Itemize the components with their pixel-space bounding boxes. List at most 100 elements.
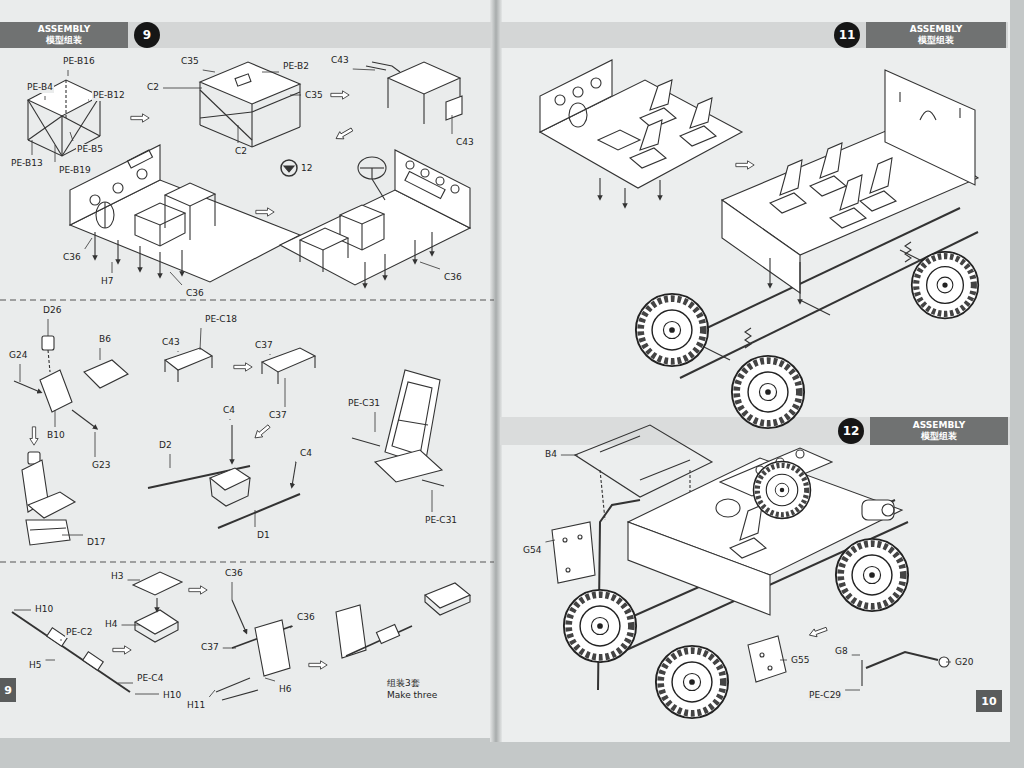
leader-line (128, 580, 141, 581)
leader-line (46, 660, 56, 661)
leader-line (68, 70, 69, 76)
leader-line (14, 610, 31, 611)
part-label: B4 (544, 449, 558, 460)
part-label: C36 (62, 252, 82, 263)
part-label: PE-C4 (136, 673, 164, 684)
part-label: PE-C31 (424, 515, 458, 526)
leader-line (420, 262, 440, 269)
page-number: 9 (0, 678, 16, 702)
part-label: C43 (455, 137, 475, 148)
leader-line (200, 328, 201, 350)
leader-line (209, 690, 215, 697)
part-label: PE-B16 (62, 56, 96, 67)
leader-line (45, 96, 46, 100)
part-label: C35 (304, 90, 324, 101)
part-label: PE-B19 (58, 165, 92, 176)
leader-line (48, 319, 49, 336)
part-label: PE-B2 (282, 61, 310, 72)
header-text: ASSEMBLY (913, 420, 965, 431)
leader-line (178, 351, 179, 352)
leader-line (203, 70, 215, 72)
step-header: ASSEMBLY模型组装 (866, 22, 1006, 48)
header-text: 模型组装 (918, 35, 954, 46)
leader-line (270, 354, 271, 355)
part-label: H7 (100, 276, 115, 287)
leader-line (163, 88, 202, 89)
part-label: G24 (8, 350, 28, 361)
part-label: C4 (299, 448, 313, 459)
part-label: H11 (186, 700, 206, 711)
part-label: H10 (162, 690, 182, 701)
part-label: PE-B13 (10, 158, 44, 169)
part-label: H5 (28, 660, 43, 671)
step-header: ASSEMBLY模型组装 (870, 417, 1008, 445)
part-label: C43 (161, 337, 181, 348)
leader-line (375, 412, 376, 432)
leader-line (295, 462, 296, 463)
part-label: C2 (146, 82, 160, 93)
leader-line (85, 238, 92, 249)
part-label: C37 (200, 642, 220, 653)
leader-line (452, 115, 453, 134)
part-label: PE-B4 (26, 82, 54, 93)
leader-line (290, 626, 293, 628)
leader-line (70, 132, 73, 141)
part-label: PE-B12 (92, 90, 126, 101)
part-label: G23 (91, 460, 111, 471)
part-label: PE-C31 (347, 398, 381, 409)
part-label: C36 (296, 612, 316, 623)
part-label: G54 (522, 545, 542, 556)
leader-line (55, 145, 56, 162)
part-label: D26 (42, 305, 62, 316)
part-label: B6 (98, 334, 112, 345)
part-label: PE-C18 (204, 314, 238, 325)
header-text: ASSEMBLY (38, 24, 90, 35)
leader-line (230, 419, 231, 420)
part-label: H10 (34, 604, 54, 615)
part-label: C36 (443, 272, 463, 283)
leader-line (852, 655, 860, 656)
header-text: 模型组装 (921, 431, 957, 442)
leader-line (62, 535, 83, 536)
part-label: PE-C29 (808, 690, 842, 701)
number-text: 9 (4, 684, 12, 697)
leader-line (135, 694, 159, 695)
leader-line (95, 432, 96, 457)
part-label: PE-C2 (65, 627, 93, 638)
leader-line (290, 95, 301, 96)
part-label: C4 (222, 405, 236, 416)
part-label: PE-B5 (76, 144, 104, 155)
step-header: ASSEMBLY模型组装 (0, 22, 128, 48)
part-label: C37 (254, 340, 274, 351)
number-text: 12 (843, 424, 860, 438)
leader-line (432, 490, 433, 512)
part-label: G55 (790, 655, 810, 666)
part-label: G8 (834, 646, 849, 657)
leader-line (845, 690, 860, 691)
leader-line (122, 625, 141, 626)
step-number: 12 (838, 418, 864, 444)
part-label: D17 (86, 537, 106, 548)
header-text: 模型组装 (46, 35, 82, 46)
part-label: G20 (954, 657, 974, 668)
part-label: C35 (180, 56, 200, 67)
part-label: C36 (224, 568, 244, 579)
part-label: C37 (268, 410, 288, 421)
part-label: C36 (185, 288, 205, 299)
leader-line (118, 683, 133, 684)
part-label: D2 (158, 440, 173, 451)
leader-line (255, 510, 256, 527)
number-text: 9 (143, 28, 151, 42)
number-text: 10 (981, 695, 996, 708)
leader-line (170, 272, 182, 285)
leader-line (238, 125, 239, 143)
step-number: 9 (134, 22, 160, 48)
part-label: C43 (330, 55, 350, 66)
leader-line (100, 348, 101, 360)
part-label: Make three (386, 690, 438, 701)
leader-line (20, 364, 21, 382)
part-label: H6 (278, 684, 293, 695)
leader-line (223, 648, 236, 649)
